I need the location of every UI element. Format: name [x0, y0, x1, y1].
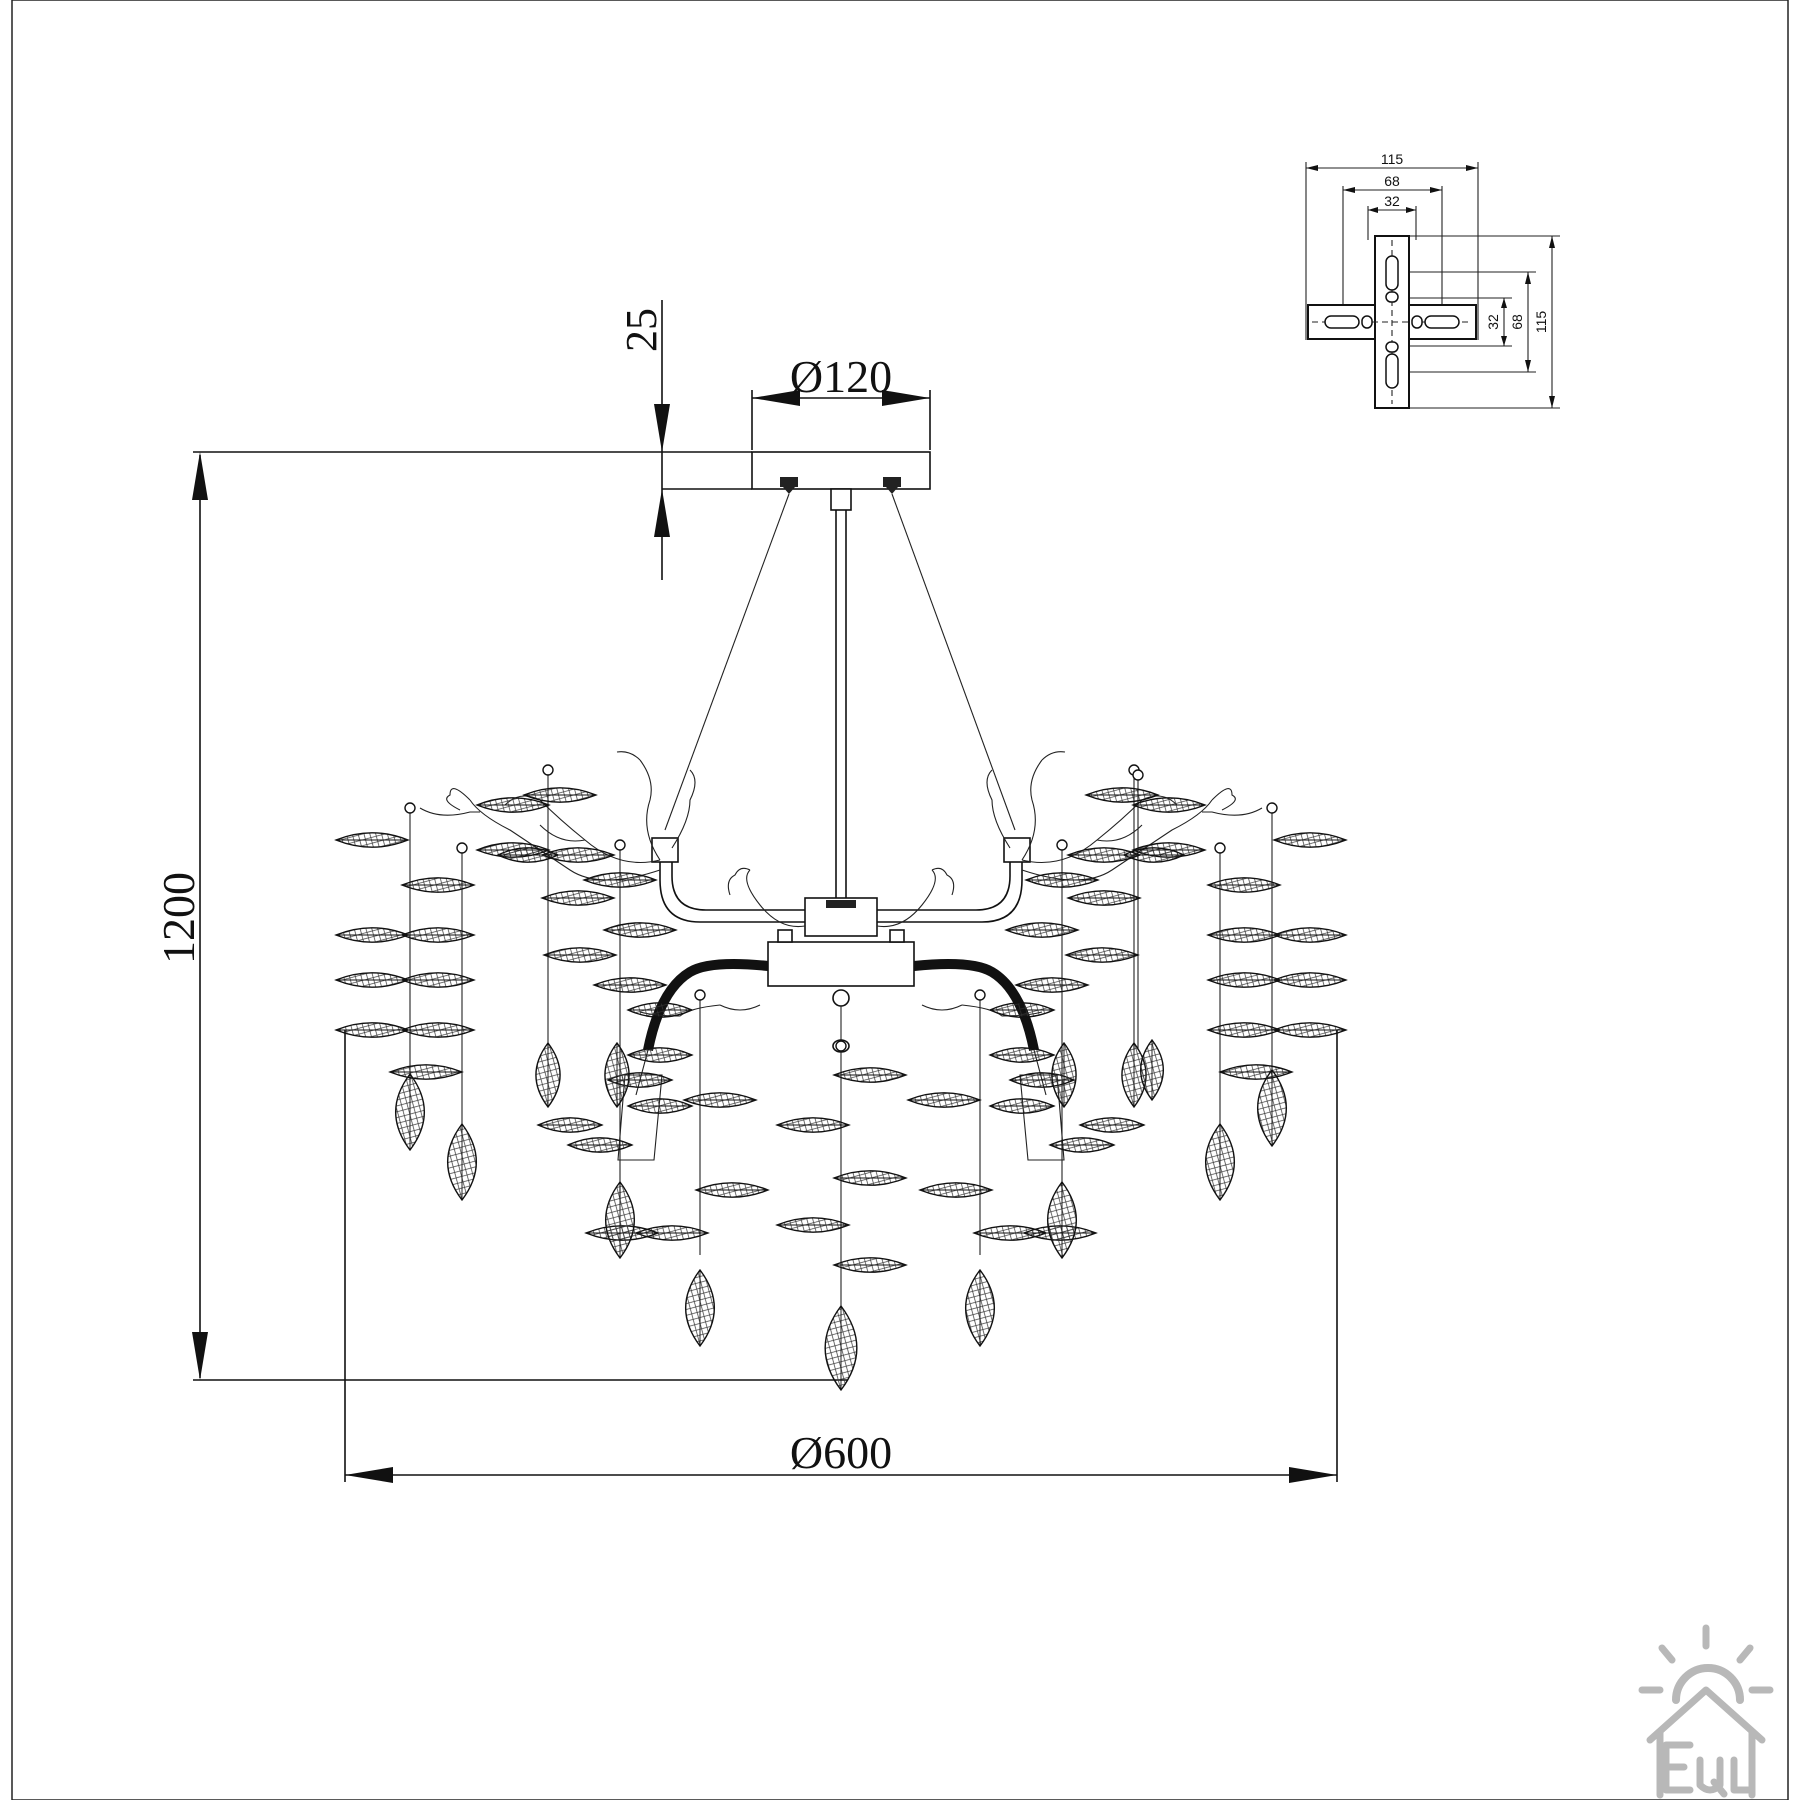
- canopy-diameter-dimension: Ø120: [751, 351, 931, 450]
- canopy-diameter-label: Ø120: [790, 351, 892, 402]
- bracket-width-inner-label: 32: [1384, 193, 1400, 209]
- canopy-height-label: 25: [617, 308, 666, 352]
- fixture-diameter-label: Ø600: [790, 1427, 892, 1478]
- bracket-width-mid-label: 68: [1384, 173, 1400, 189]
- canopy: [751, 451, 931, 511]
- bracket-height-mid-label: 68: [1509, 314, 1525, 330]
- canopy-height-dimension: 25: [617, 300, 752, 580]
- fixture-diameter-dimension: Ø600: [344, 1030, 1338, 1483]
- bracket-width-outer-label: 115: [1381, 151, 1404, 167]
- suspension: [664, 493, 1016, 900]
- height-dimension-label: 1200: [153, 872, 204, 964]
- mounting-bracket-detail: 115 68 32 115 68 32: [1305, 151, 1560, 409]
- height-dimension: 1200: [153, 451, 848, 1381]
- crystal-pendants: [334, 764, 1348, 1392]
- bracket-height-outer-label: 115: [1533, 311, 1549, 334]
- page-frame: [11, 0, 1789, 1800]
- bracket-height-inner-label: 32: [1485, 314, 1501, 330]
- fixture-body: [419, 751, 1263, 1161]
- house-sun-logo-icon: [1638, 1624, 1774, 1799]
